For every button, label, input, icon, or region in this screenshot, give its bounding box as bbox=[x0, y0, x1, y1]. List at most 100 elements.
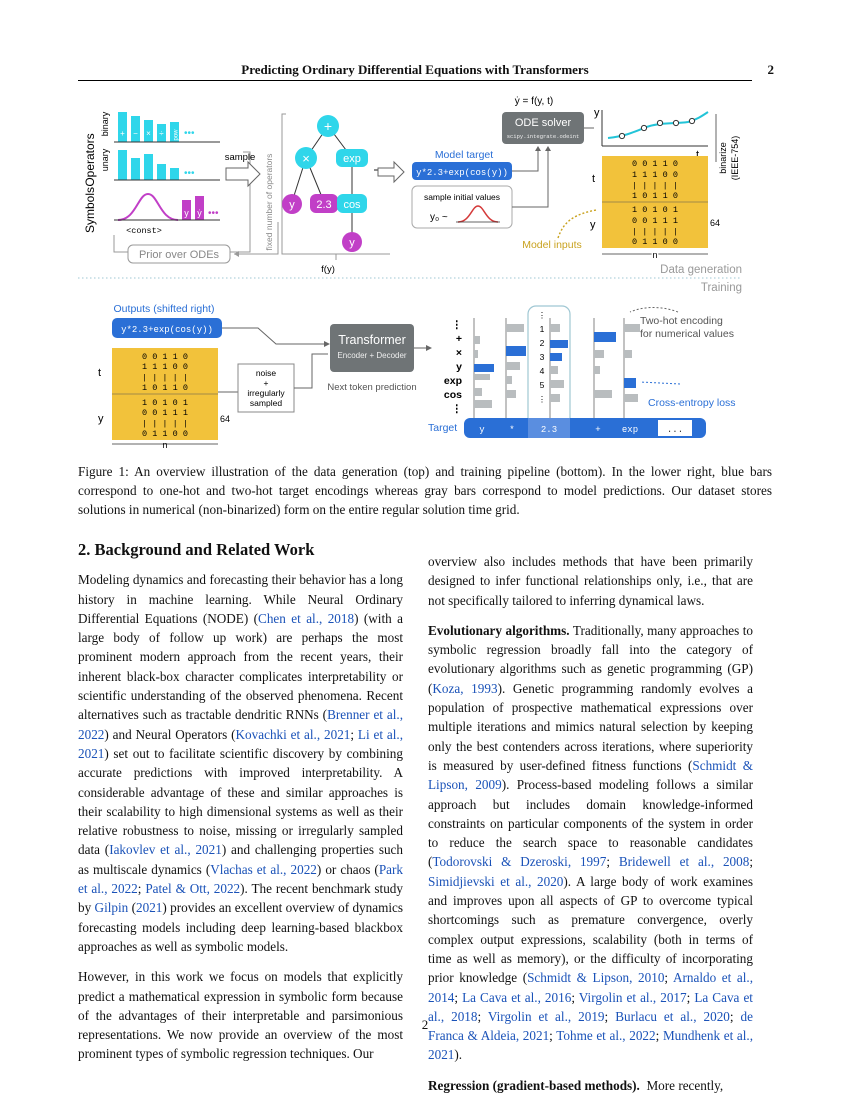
regression-body: More recently, bbox=[639, 1077, 724, 1093]
text-run: ) provides an excellent overview of dyna… bbox=[78, 900, 403, 954]
running-title: Predicting Ordinary Differential Equatio… bbox=[241, 62, 589, 77]
citation-link[interactable]: Tohme et al., 2022 bbox=[556, 1028, 656, 1044]
figure-caption: Figure 1: An overview illustration of th… bbox=[78, 464, 772, 517]
cross-entropy-arrow bbox=[639, 381, 681, 385]
pred-bar bbox=[624, 350, 632, 358]
text-run: ; bbox=[604, 1008, 616, 1024]
target-token: y bbox=[479, 425, 485, 435]
matrix-y-row: 0 1 1 0 0 bbox=[632, 237, 678, 247]
target-bar bbox=[594, 332, 616, 342]
citation-link[interactable]: Park et al., 2022 bbox=[78, 861, 404, 897]
citation-link[interactable]: Koza, 1993 bbox=[432, 680, 498, 696]
num-vocab: 1 bbox=[540, 324, 545, 334]
citation-link[interactable]: Iakovlev et al., 2021 bbox=[109, 842, 222, 858]
target-to-solver-arrow bbox=[512, 148, 539, 172]
matrix-t-label: t bbox=[592, 173, 595, 185]
outputs-arrowhead bbox=[324, 341, 330, 347]
init-distribution-curve bbox=[457, 205, 499, 223]
vocab-token: exp bbox=[444, 375, 462, 387]
vocab-token: ⋮ bbox=[452, 403, 463, 415]
matrix-y-label: y bbox=[590, 219, 596, 231]
transformer-box bbox=[330, 324, 414, 372]
num-vocab: ⋮ bbox=[538, 394, 547, 404]
citation-link[interactable]: La Cava et al., 2016 bbox=[462, 989, 572, 1005]
op-bar-tan bbox=[157, 164, 166, 180]
vocab-token: cos bbox=[444, 389, 462, 401]
tree-label-cos: cos bbox=[343, 199, 361, 211]
op-label-times: × bbox=[146, 129, 151, 138]
matrix-y-row: 1 0 1 0 1 bbox=[632, 205, 678, 215]
plot-axis-y: y bbox=[594, 107, 600, 119]
citation-link[interactable]: Todorovski & Dzeroski, 1997 bbox=[432, 854, 607, 870]
citation-link[interactable]: Vlachas et al., 2022 bbox=[210, 861, 317, 877]
tree-node-exp bbox=[336, 149, 368, 167]
ode-solver-label: ODE solver bbox=[515, 117, 572, 129]
citation-link[interactable]: Burlacu et al., 2020 bbox=[615, 1008, 730, 1024]
text-run: ; bbox=[729, 1008, 741, 1024]
citation-link[interactable]: Schmidt & Lipson, 2009 bbox=[428, 757, 753, 793]
train-matrix-y-row: 0 1 1 0 0 bbox=[142, 429, 188, 439]
citation-link[interactable]: La Cava et al., 2018 bbox=[428, 989, 753, 1024]
pred-bar bbox=[550, 324, 560, 332]
target-bar bbox=[624, 378, 636, 388]
citation-link[interactable]: Li et al., 2021 bbox=[78, 726, 403, 761]
sample-point bbox=[656, 119, 664, 127]
citation-link[interactable]: Mundhenk et al., 2021 bbox=[428, 1028, 753, 1063]
op-label-plus: + bbox=[120, 129, 125, 138]
citation-link[interactable]: Gilpin bbox=[94, 900, 129, 916]
tree-node-times bbox=[295, 147, 317, 169]
train-matrix-y-row: | | | | | bbox=[142, 419, 188, 429]
vocab-token: × bbox=[456, 347, 462, 359]
op-bar-exp bbox=[118, 150, 127, 180]
citation-link[interactable]: Simidjievski et al., 2020 bbox=[428, 873, 564, 889]
target-bar bbox=[506, 346, 526, 356]
left-column: 2. Background and Related Work Modeling … bbox=[78, 540, 403, 1075]
citation-link[interactable]: 2021 bbox=[136, 900, 163, 916]
citation-link[interactable]: Chen et al., 2018 bbox=[258, 610, 355, 626]
op-bar-times bbox=[144, 120, 153, 142]
train-matrix-t-row: 1 1 1 0 0 bbox=[142, 362, 188, 372]
noise-line: noise bbox=[256, 368, 277, 378]
prediction-bars: ⋮ 1 2 3 4 5 ⋮ bbox=[473, 305, 640, 427]
text-run: ; bbox=[655, 1028, 663, 1044]
tree-node-y bbox=[282, 194, 302, 214]
regression-paragraph: Regression (gradient-based methods). Mor… bbox=[428, 1076, 753, 1095]
train-matrix-t-row: | | | | | bbox=[142, 373, 188, 383]
text-run: ). Genetic programming randomly evolves … bbox=[428, 680, 753, 773]
citation-link[interactable]: Virgolin et al., 2017 bbox=[578, 989, 687, 1005]
train-dim-n: n bbox=[162, 440, 167, 448]
num-vocab: 5 bbox=[540, 380, 545, 390]
text-run: ) set out to facilitate scientific disco… bbox=[78, 745, 403, 858]
op-label-div: ÷ bbox=[159, 129, 164, 138]
citation-link[interactable]: Kovachki et al., 2021 bbox=[235, 726, 351, 742]
section-heading: 2. Background and Related Work bbox=[78, 540, 315, 559]
matrix-y-row: 0 0 1 1 1 bbox=[632, 216, 678, 226]
citation-link[interactable]: Schmidt & Lipson, 2010 bbox=[527, 970, 665, 986]
citation-link[interactable]: Virgolin et al., 2019 bbox=[487, 1008, 605, 1024]
citation-link[interactable]: Patel & Ott, 2022 bbox=[145, 881, 241, 897]
model-target-expr: y*2.3+exp(cos(y)) bbox=[416, 168, 508, 178]
citation-link[interactable]: Brenner et al., 2022 bbox=[78, 707, 403, 742]
pred-bar bbox=[474, 374, 490, 380]
citation-link[interactable]: Bridewell et al., 2008 bbox=[618, 854, 750, 870]
pred-bar bbox=[624, 394, 638, 402]
text-run: ; bbox=[749, 854, 753, 870]
next-token-label: Next token prediction bbox=[327, 382, 416, 393]
tree-label-plus: + bbox=[324, 118, 332, 134]
citation-link[interactable]: de Franca & Aldeia, 2021 bbox=[428, 1008, 753, 1044]
op-bar-cos bbox=[144, 154, 153, 180]
num-vocab: 4 bbox=[540, 366, 545, 376]
sample-point bbox=[688, 117, 696, 125]
pred-bar bbox=[550, 380, 564, 388]
citation-link[interactable]: Arnaldo et al., 2014 bbox=[428, 970, 754, 1005]
matrix-dim-n-text: n bbox=[652, 250, 657, 260]
model-target-label: Model target bbox=[435, 149, 493, 161]
tree-label-const: 2.3 bbox=[316, 199, 331, 211]
target-token: + bbox=[595, 425, 600, 435]
train-matrix-y-block bbox=[112, 394, 218, 440]
header-page-number: 2 bbox=[767, 62, 775, 77]
outputs-to-transformer-arrow bbox=[222, 327, 328, 345]
target-strip bbox=[464, 418, 706, 438]
op-bar-minus bbox=[131, 116, 140, 142]
op-bar-pow bbox=[170, 122, 179, 142]
